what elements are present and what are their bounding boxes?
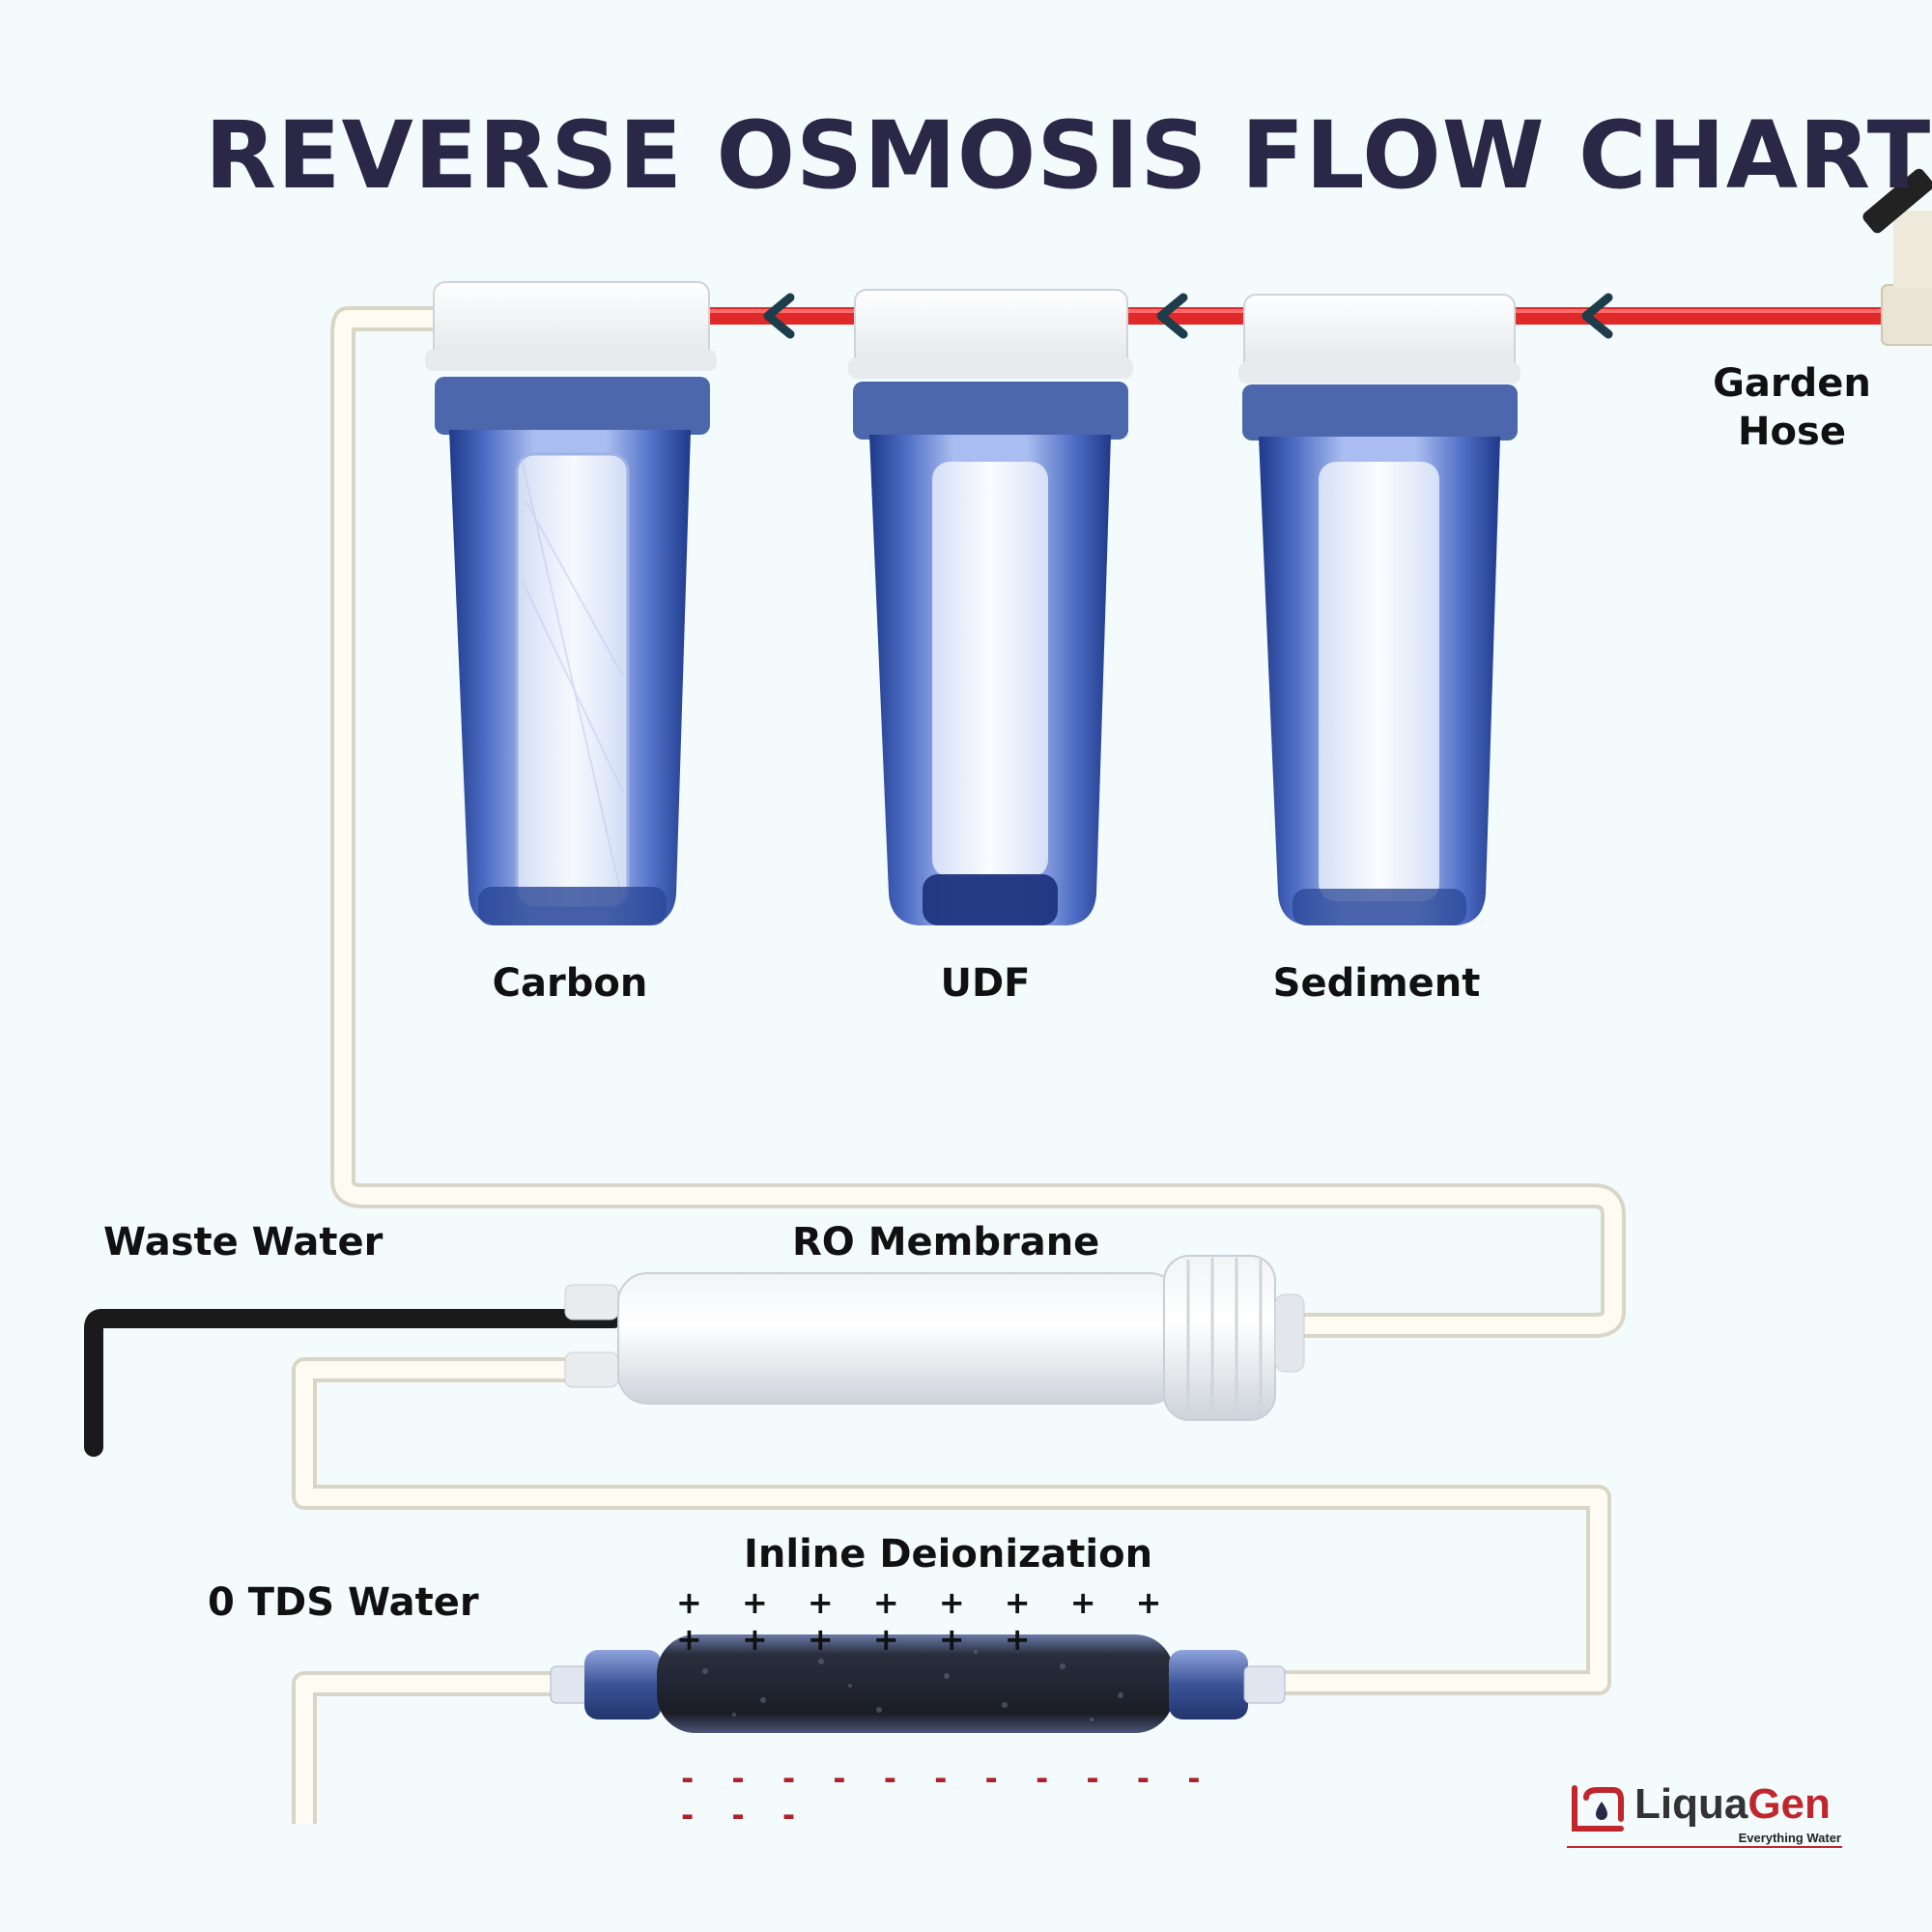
carbon-filter-housing	[425, 281, 717, 925]
ro-membrane-housing	[564, 1255, 1305, 1421]
flow-arrow-icon	[1156, 293, 1188, 339]
logo-underline	[1567, 1846, 1842, 1848]
liquagen-logo-icon	[1572, 1785, 1624, 1832]
carbon-label: Carbon	[492, 961, 648, 1006]
positive-charge-symbols: + + + + + + + + + + + + + +	[676, 1584, 1177, 1658]
garden-hose-faucet-icon	[1862, 168, 1932, 346]
flow-arrow-icon	[1581, 293, 1613, 339]
garden-hose-label: Garden Hose	[1713, 361, 1871, 454]
tds-water-label: 0 TDS Water	[208, 1580, 479, 1625]
permeate-pipe	[292, 1357, 1611, 1695]
sediment-label: Sediment	[1272, 961, 1481, 1006]
page-title: REVERSE OSMOSIS FLOW CHART	[205, 101, 1932, 210]
logo-wordmark: LiquaGen	[1634, 1780, 1831, 1828]
waste-pipe	[84, 1309, 623, 1457]
liquagen-logo: LiquaGen Everything Water	[1567, 1780, 1857, 1848]
waste-water-label: Waste Water	[103, 1220, 384, 1264]
logo-tagline: Everything Water	[1738, 1831, 1841, 1845]
inline-deionization-cartridge	[550, 1634, 1286, 1733]
ro-membrane-label: RO Membrane	[792, 1220, 1100, 1264]
udf-filter-housing	[848, 289, 1133, 925]
outlet-pipe-to-membrane	[330, 306, 1626, 1338]
sediment-filter-housing	[1238, 294, 1520, 925]
inline-deionization-label: Inline Deionization	[744, 1532, 1153, 1577]
negative-charge-symbols: - - - - - - - - - - - - - -	[681, 1760, 1214, 1833]
flow-arrow-icon	[763, 293, 795, 339]
udf-label: UDF	[940, 961, 1031, 1006]
tds-outlet-pipe	[292, 1671, 555, 1824]
